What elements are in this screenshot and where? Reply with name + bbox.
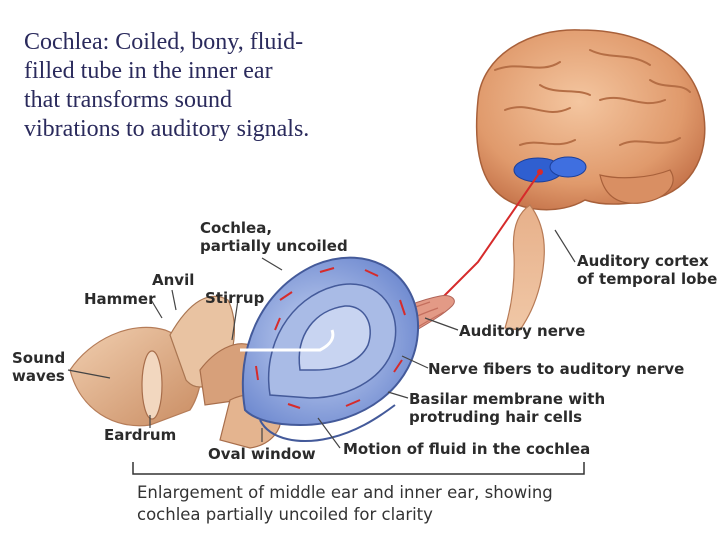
leader-lines: [67, 229, 576, 449]
label-cochlea-line-2: partially uncoiled: [200, 237, 348, 255]
label-cochlea-line-1: Cochlea,: [200, 219, 273, 237]
label-nerve-fibers: Nerve fibers to auditory nerve: [428, 360, 685, 378]
figure-caption: Enlargement of middle ear and inner ear,…: [137, 482, 553, 526]
caption-bracket: [132, 462, 585, 475]
cochlea: [240, 256, 420, 442]
figure-caption-line-1: Enlargement of middle ear and inner ear,…: [137, 483, 553, 502]
label-cochlea: Cochlea, partially uncoiled: [200, 219, 348, 255]
label-auditory-cortex-line-1: Auditory cortex: [577, 252, 709, 270]
description-line-2: filled tube in the inner ear: [24, 58, 273, 84]
label-auditory-cortex-line-2: of temporal lobe: [577, 270, 718, 288]
label-eardrum: Eardrum: [104, 426, 177, 444]
brain: [475, 29, 706, 211]
label-sound-waves: Sound waves: [12, 349, 65, 385]
label-hammer: Hammer: [84, 290, 156, 308]
description-text: Cochlea: Coiled, bony, fluid- filled tub…: [24, 28, 424, 144]
signal-pathway: [439, 169, 543, 301]
label-sound-waves-line-1: Sound: [12, 349, 66, 367]
eardrum: [141, 350, 163, 420]
figure-caption-line-2: cochlea partially uncoiled for clarity: [137, 505, 433, 524]
label-auditory-cortex: Auditory cortex of temporal lobe: [577, 252, 717, 288]
label-auditory-nerve: Auditory nerve: [459, 322, 586, 340]
description-line-4: vibrations to auditory signals.: [24, 116, 310, 142]
label-anvil: Anvil: [152, 271, 195, 289]
fluid-motion-arrows: [255, 267, 406, 409]
brainstem: [504, 204, 545, 331]
label-sound-waves-line-2: waves: [12, 367, 65, 385]
ear-canal: [69, 295, 282, 449]
label-stirrup: Stirrup: [205, 289, 265, 307]
description-line-1: Cochlea: Coiled, bony, fluid-: [24, 29, 304, 55]
label-basilar-membrane-line-2: protruding hair cells: [409, 408, 583, 426]
label-basilar-membrane-line-1: Basilar membrane with: [409, 390, 606, 408]
description-line-3: that transforms sound: [24, 87, 232, 113]
label-motion-of-fluid: Motion of fluid in the cochlea: [343, 440, 591, 458]
label-oval-window: Oval window: [208, 445, 316, 463]
label-basilar-membrane: Basilar membrane with protruding hair ce…: [409, 390, 605, 426]
